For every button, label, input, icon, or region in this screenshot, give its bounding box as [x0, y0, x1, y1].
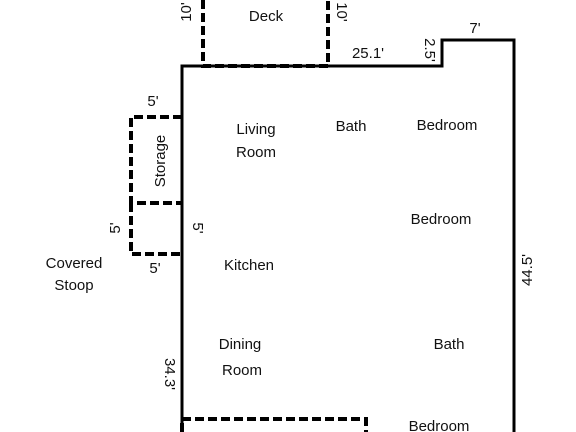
living-room-label-line2: Room — [236, 144, 276, 161]
bath-bottom-label: Bath — [434, 336, 465, 353]
top-wall-dimension: 25.1' — [352, 45, 384, 62]
bedroom-1-label: Bedroom — [417, 117, 478, 134]
left-wall-dimension: 34.3' — [161, 358, 178, 390]
dining-room-label-line2: Room — [222, 362, 262, 379]
step-dimension: 2.5' — [421, 38, 438, 62]
living-room-label-line1: Living — [236, 121, 275, 138]
stoop-left-dimension: 5' — [107, 222, 124, 233]
exterior-wall — [180, 38, 516, 432]
bottom-dashed-outline — [180, 417, 368, 432]
deck-outline — [201, 0, 330, 68]
stoop-bottom-dimension: 5' — [149, 260, 160, 277]
bedroom-2-label: Bedroom — [411, 211, 472, 228]
deck-label: Deck — [249, 8, 284, 25]
storage-top-dimension: 5' — [147, 93, 158, 110]
storage-label: Storage — [152, 135, 169, 188]
bath-top-label: Bath — [336, 118, 367, 135]
kitchen-label: Kitchen — [224, 257, 274, 274]
right-wall-dimension: 44.5' — [519, 254, 536, 286]
stoop-right-dimension: 5' — [189, 222, 206, 233]
storage-outline — [129, 115, 182, 205]
covered-stoop-outline — [129, 203, 182, 256]
covered-stoop-label-line1: Covered — [46, 255, 103, 272]
bedroom-3-label: Bedroom — [409, 418, 470, 432]
top-right-dimension: 7' — [469, 20, 480, 37]
covered-stoop-label-line2: Stoop — [54, 277, 93, 294]
dining-room-label-line1: Dining — [219, 336, 262, 353]
deck-left-dimension: 10' — [178, 2, 195, 22]
deck-right-dimension: 10' — [333, 2, 350, 22]
